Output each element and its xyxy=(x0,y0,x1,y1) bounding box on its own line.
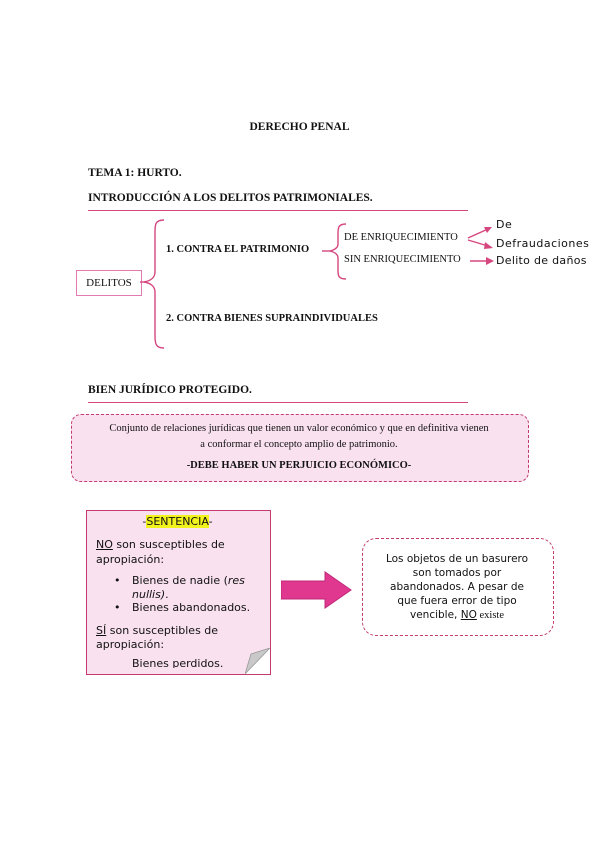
note-title: -SENTENCIA- xyxy=(142,515,213,528)
bullet-dot: • xyxy=(114,601,121,614)
diagram-root-box: DELITOS xyxy=(76,270,142,296)
bullet-1-line-2: nullis). xyxy=(132,588,169,601)
brace-main xyxy=(143,219,165,349)
diagram-leaf-1: De xyxy=(496,218,513,231)
note-clip: Bienes perdidos. xyxy=(96,659,246,668)
arrowhead-1 xyxy=(484,227,492,233)
document-title: DERECHO PENAL xyxy=(249,121,350,133)
sentencia-note-card xyxy=(86,510,271,675)
page-curl-icon xyxy=(245,648,271,675)
arrowhead-2 xyxy=(484,242,493,249)
definition-box xyxy=(71,414,529,482)
highlighted-title: SENTENCIA xyxy=(146,515,209,528)
arrowhead-3 xyxy=(486,257,494,265)
bullet-1-line-1: Bienes de nadie (res xyxy=(132,574,245,587)
diagram-leaf-2: Defraudaciones xyxy=(496,237,590,250)
info-text: Los objetos de un basurero son tomados p… xyxy=(385,553,529,621)
diagram-sub-1: DE ENRIQUECIMIENTO xyxy=(344,232,458,243)
note-si-line-2: apropiación: xyxy=(96,638,165,651)
note-no-line: NO son susceptibles de xyxy=(96,538,225,551)
diagram-branch-2: 2. CONTRA BIENES SUPRAINDIVIDUALES xyxy=(166,313,378,324)
bullet-dot: • xyxy=(114,574,121,587)
right-arrow-icon xyxy=(281,571,352,609)
bullet-3-clipped: Bienes perdidos. xyxy=(132,659,224,668)
diagram-sub-2: SIN ENRIQUECIMIENTO xyxy=(344,254,461,265)
info-box xyxy=(362,538,554,636)
note-no-line-2: apropiación: xyxy=(96,553,165,566)
section-heading-intro: INTRODUCCIÓN A LOS DELITOS PATRIMONIALES… xyxy=(88,192,373,204)
diagram-leaf-3: Delito de daños xyxy=(496,254,587,267)
heading-underline xyxy=(88,210,468,211)
section-heading-bien: BIEN JURÍDICO PROTEGIDO. xyxy=(88,384,252,396)
heading-underline xyxy=(88,402,468,403)
definition-line-1: Conjunto de relaciones jurídicas que tie… xyxy=(109,423,489,434)
definition-emphasis: -DEBE HABER UN PERJUICIO ECONÓMICO- xyxy=(186,460,412,471)
section-heading-tema: TEMA 1: HURTO. xyxy=(88,167,182,179)
diagram-branch-1: 1. CONTRA EL PATRIMONIO xyxy=(166,244,310,255)
note-si-line: SÍ son susceptibles de xyxy=(96,624,219,637)
bullet-2: Bienes abandonados. xyxy=(132,601,251,614)
arrow-to-leaf-1 xyxy=(467,228,489,239)
definition-line-2: a conformar el concepto amplio de patrim… xyxy=(200,439,398,450)
